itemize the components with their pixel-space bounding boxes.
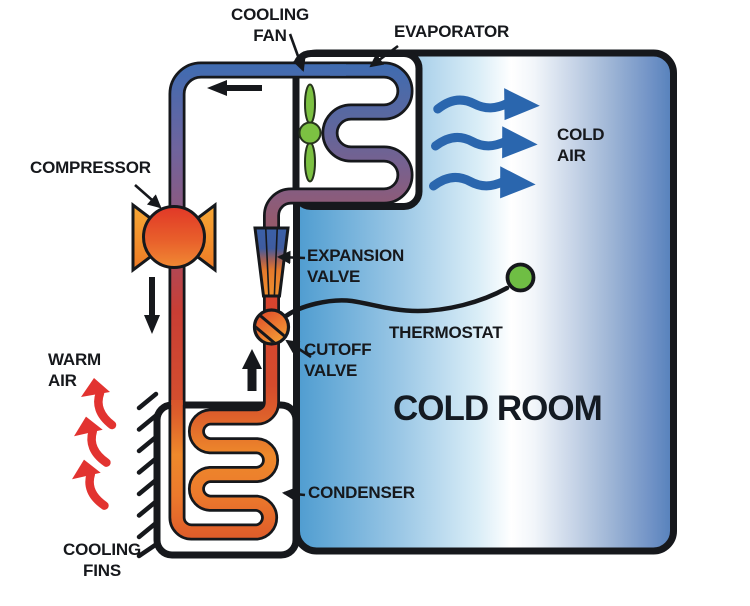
warm-air-arrow bbox=[74, 416, 111, 467]
label-evaporator: EVAPORATOR bbox=[394, 22, 510, 41]
expansion-valve-leader bbox=[276, 250, 306, 265]
flow-arrow-up bbox=[242, 349, 262, 391]
evaporator-box bbox=[292, 50, 423, 210]
label-cold-air: COLD AIR bbox=[557, 125, 605, 165]
compressor-leader bbox=[134, 184, 162, 209]
cooling-fan-leader bbox=[288, 33, 306, 72]
cutoff-valve-leader bbox=[285, 339, 312, 359]
cold-air-arrow bbox=[431, 126, 538, 159]
suction-compressor-pipe bbox=[171, 64, 346, 405]
label-cooling-fan: COOLING FAN bbox=[231, 5, 309, 45]
leader-lines bbox=[134, 33, 399, 501]
cold-air-arrow bbox=[433, 88, 540, 121]
cooling-fins bbox=[136, 391, 159, 559]
label-warm-air: WARM AIR bbox=[48, 350, 102, 390]
warm-air-arrows bbox=[72, 378, 117, 510]
cutoff-valve-icon bbox=[252, 308, 291, 346]
label-cold-room: COLD ROOM bbox=[393, 389, 603, 428]
thermostat-wire bbox=[283, 285, 510, 319]
label-compressor: COMPRESSOR bbox=[30, 158, 151, 177]
label-expansion-valve: EXPANSION VALVE bbox=[307, 246, 405, 286]
compressor-icon bbox=[131, 201, 217, 274]
pipe-circuit bbox=[171, 64, 411, 538]
evaporator-leader bbox=[369, 44, 399, 68]
warm-air-arrow bbox=[81, 378, 117, 430]
label-thermostat: THERMOSTAT bbox=[389, 323, 503, 342]
condenser-leader bbox=[281, 487, 306, 501]
cooling-fan-icon bbox=[298, 83, 322, 183]
flow-arrows bbox=[144, 80, 262, 391]
label-cutoff-valve: CUTOFF VALVE bbox=[304, 340, 372, 380]
cold-air-arrows bbox=[429, 88, 540, 199]
flow-arrow-down bbox=[144, 277, 160, 334]
flow-arrow-left bbox=[207, 80, 262, 96]
cold-air-arrow bbox=[429, 166, 536, 199]
label-cooling-fins: COOLING FINS bbox=[63, 540, 141, 580]
expansion-valve-icon bbox=[253, 226, 290, 298]
condenser-coil bbox=[171, 288, 278, 538]
evaporator-coil bbox=[265, 64, 411, 231]
label-condenser: CONDENSER bbox=[308, 483, 415, 502]
warm-air-arrow bbox=[72, 459, 109, 510]
thermostat-bulb-icon bbox=[505, 262, 536, 293]
